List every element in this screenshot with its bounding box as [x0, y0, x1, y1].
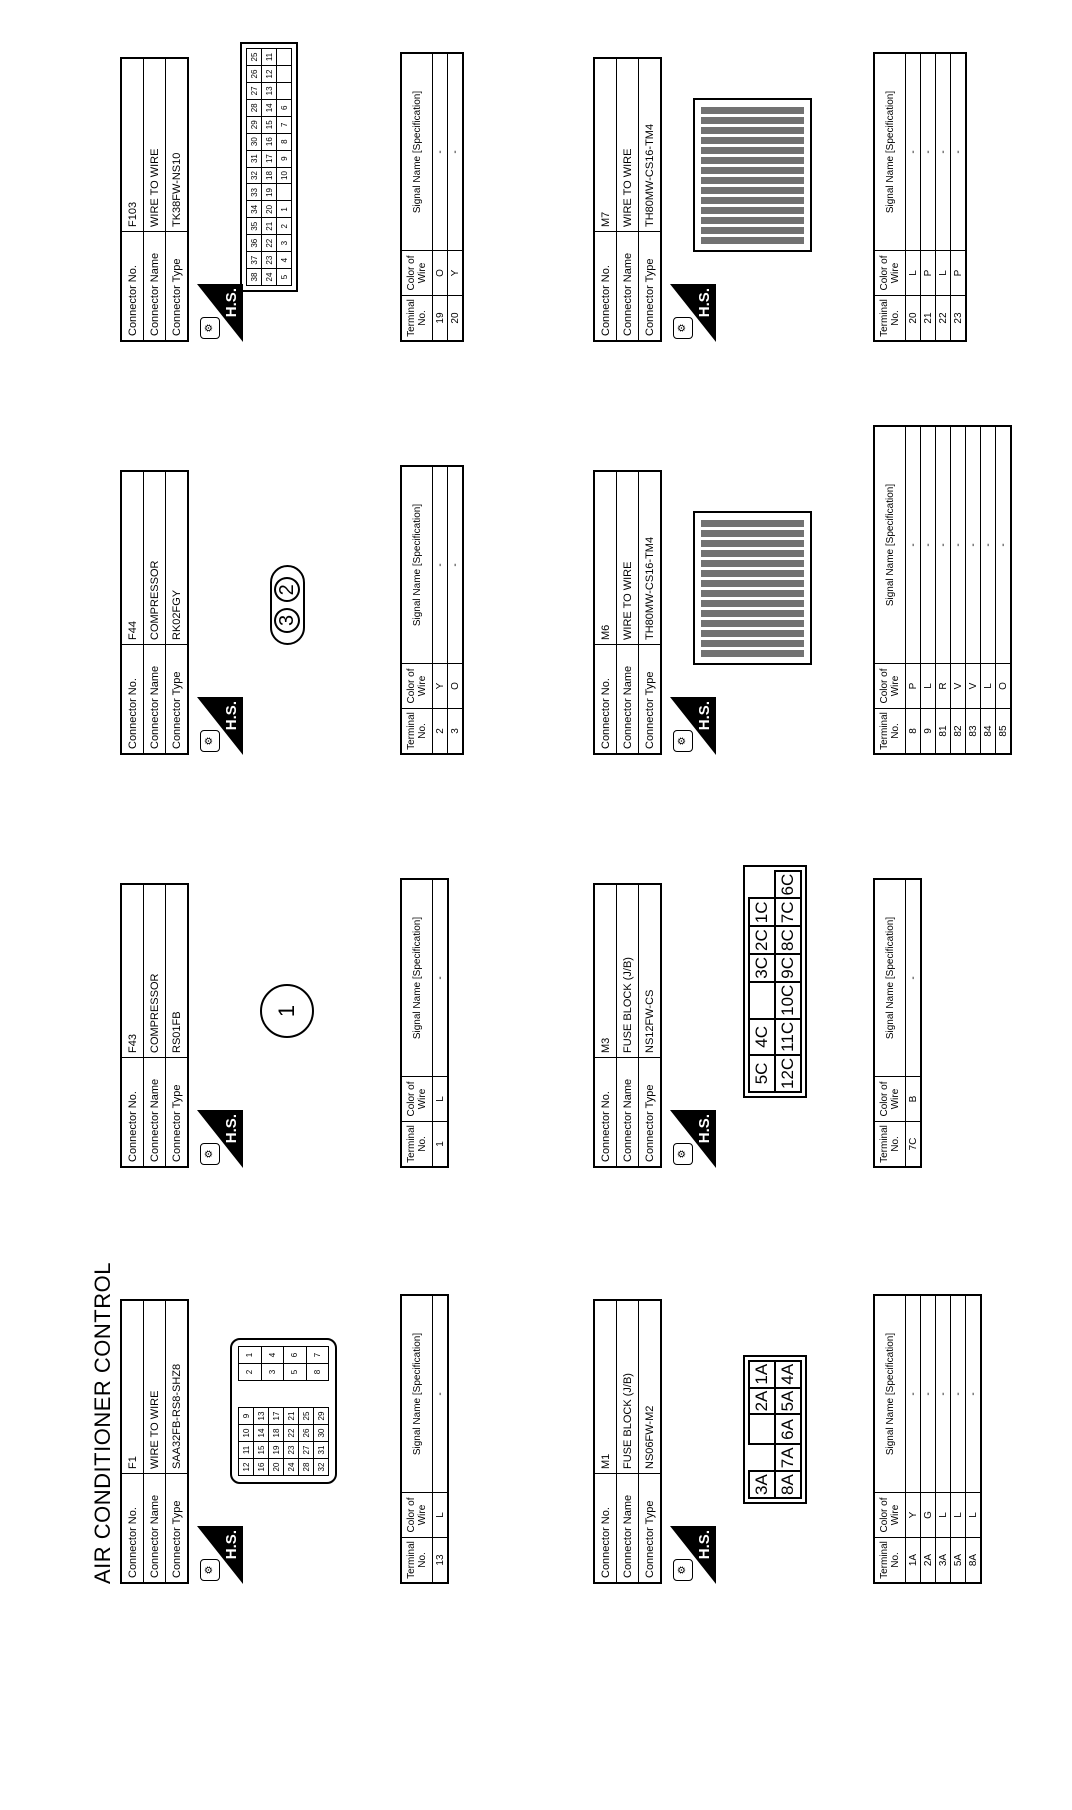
hs-icon: ⚙H.S.: [670, 1110, 716, 1168]
connector-m6-diagram: [693, 511, 812, 665]
connector-type: RS01FB: [165, 884, 188, 1058]
connector-no: F43: [121, 884, 144, 1058]
hs-icon: ⚙H.S.: [197, 1526, 243, 1584]
connector-type: TH80MW-CS16-TM4: [638, 471, 661, 645]
connector-name: WIRE TO WIRE: [143, 1300, 166, 1474]
connector-type: NS06FW-M2: [638, 1300, 661, 1474]
connector-type: TH80MW-CS16-TM4: [638, 58, 661, 232]
hs-icon: ⚙H.S.: [670, 284, 716, 342]
connector-no: M6: [594, 471, 617, 645]
connector-name: WIRE TO WIRE: [143, 58, 166, 232]
connector-type: TK38FW-NS10: [165, 58, 188, 232]
connector-type: NS12FW-CS: [638, 884, 661, 1058]
connector-name: WIRE TO WIRE: [616, 58, 639, 232]
connector-no: F1: [121, 1300, 144, 1474]
connector-type: RK02FGY: [165, 471, 188, 645]
connector-name: COMPRESSOR: [143, 884, 166, 1058]
hs-icon: ⚙H.S.: [670, 1526, 716, 1584]
page-title: AIR CONDITIONER CONTROL: [90, 1262, 115, 1584]
connector-no: M7: [594, 58, 617, 232]
hs-icon: ⚙H.S.: [197, 697, 243, 755]
connector-name: FUSE BLOCK (J/B): [616, 884, 639, 1058]
connector-no: F44: [121, 471, 144, 645]
hs-icon: ⚙H.S.: [197, 284, 243, 342]
connector-name: FUSE BLOCK (J/B): [616, 1300, 639, 1474]
connector-no: F103: [121, 58, 144, 232]
hs-icon: ⚙H.S.: [670, 697, 716, 755]
hs-icon: ⚙H.S.: [197, 1110, 243, 1168]
connector-no: M3: [594, 884, 617, 1058]
connector-f44-diagram: 3 2: [270, 565, 305, 645]
connector-m7-diagram: [693, 98, 812, 252]
connector-type: SAA32FB-RS8-SHZ8: [165, 1300, 188, 1474]
connector-no: M1: [594, 1300, 617, 1474]
connector-name: COMPRESSOR: [143, 471, 166, 645]
connector-name: WIRE TO WIRE: [616, 471, 639, 645]
connector-f43-diagram: 1: [260, 984, 314, 1038]
